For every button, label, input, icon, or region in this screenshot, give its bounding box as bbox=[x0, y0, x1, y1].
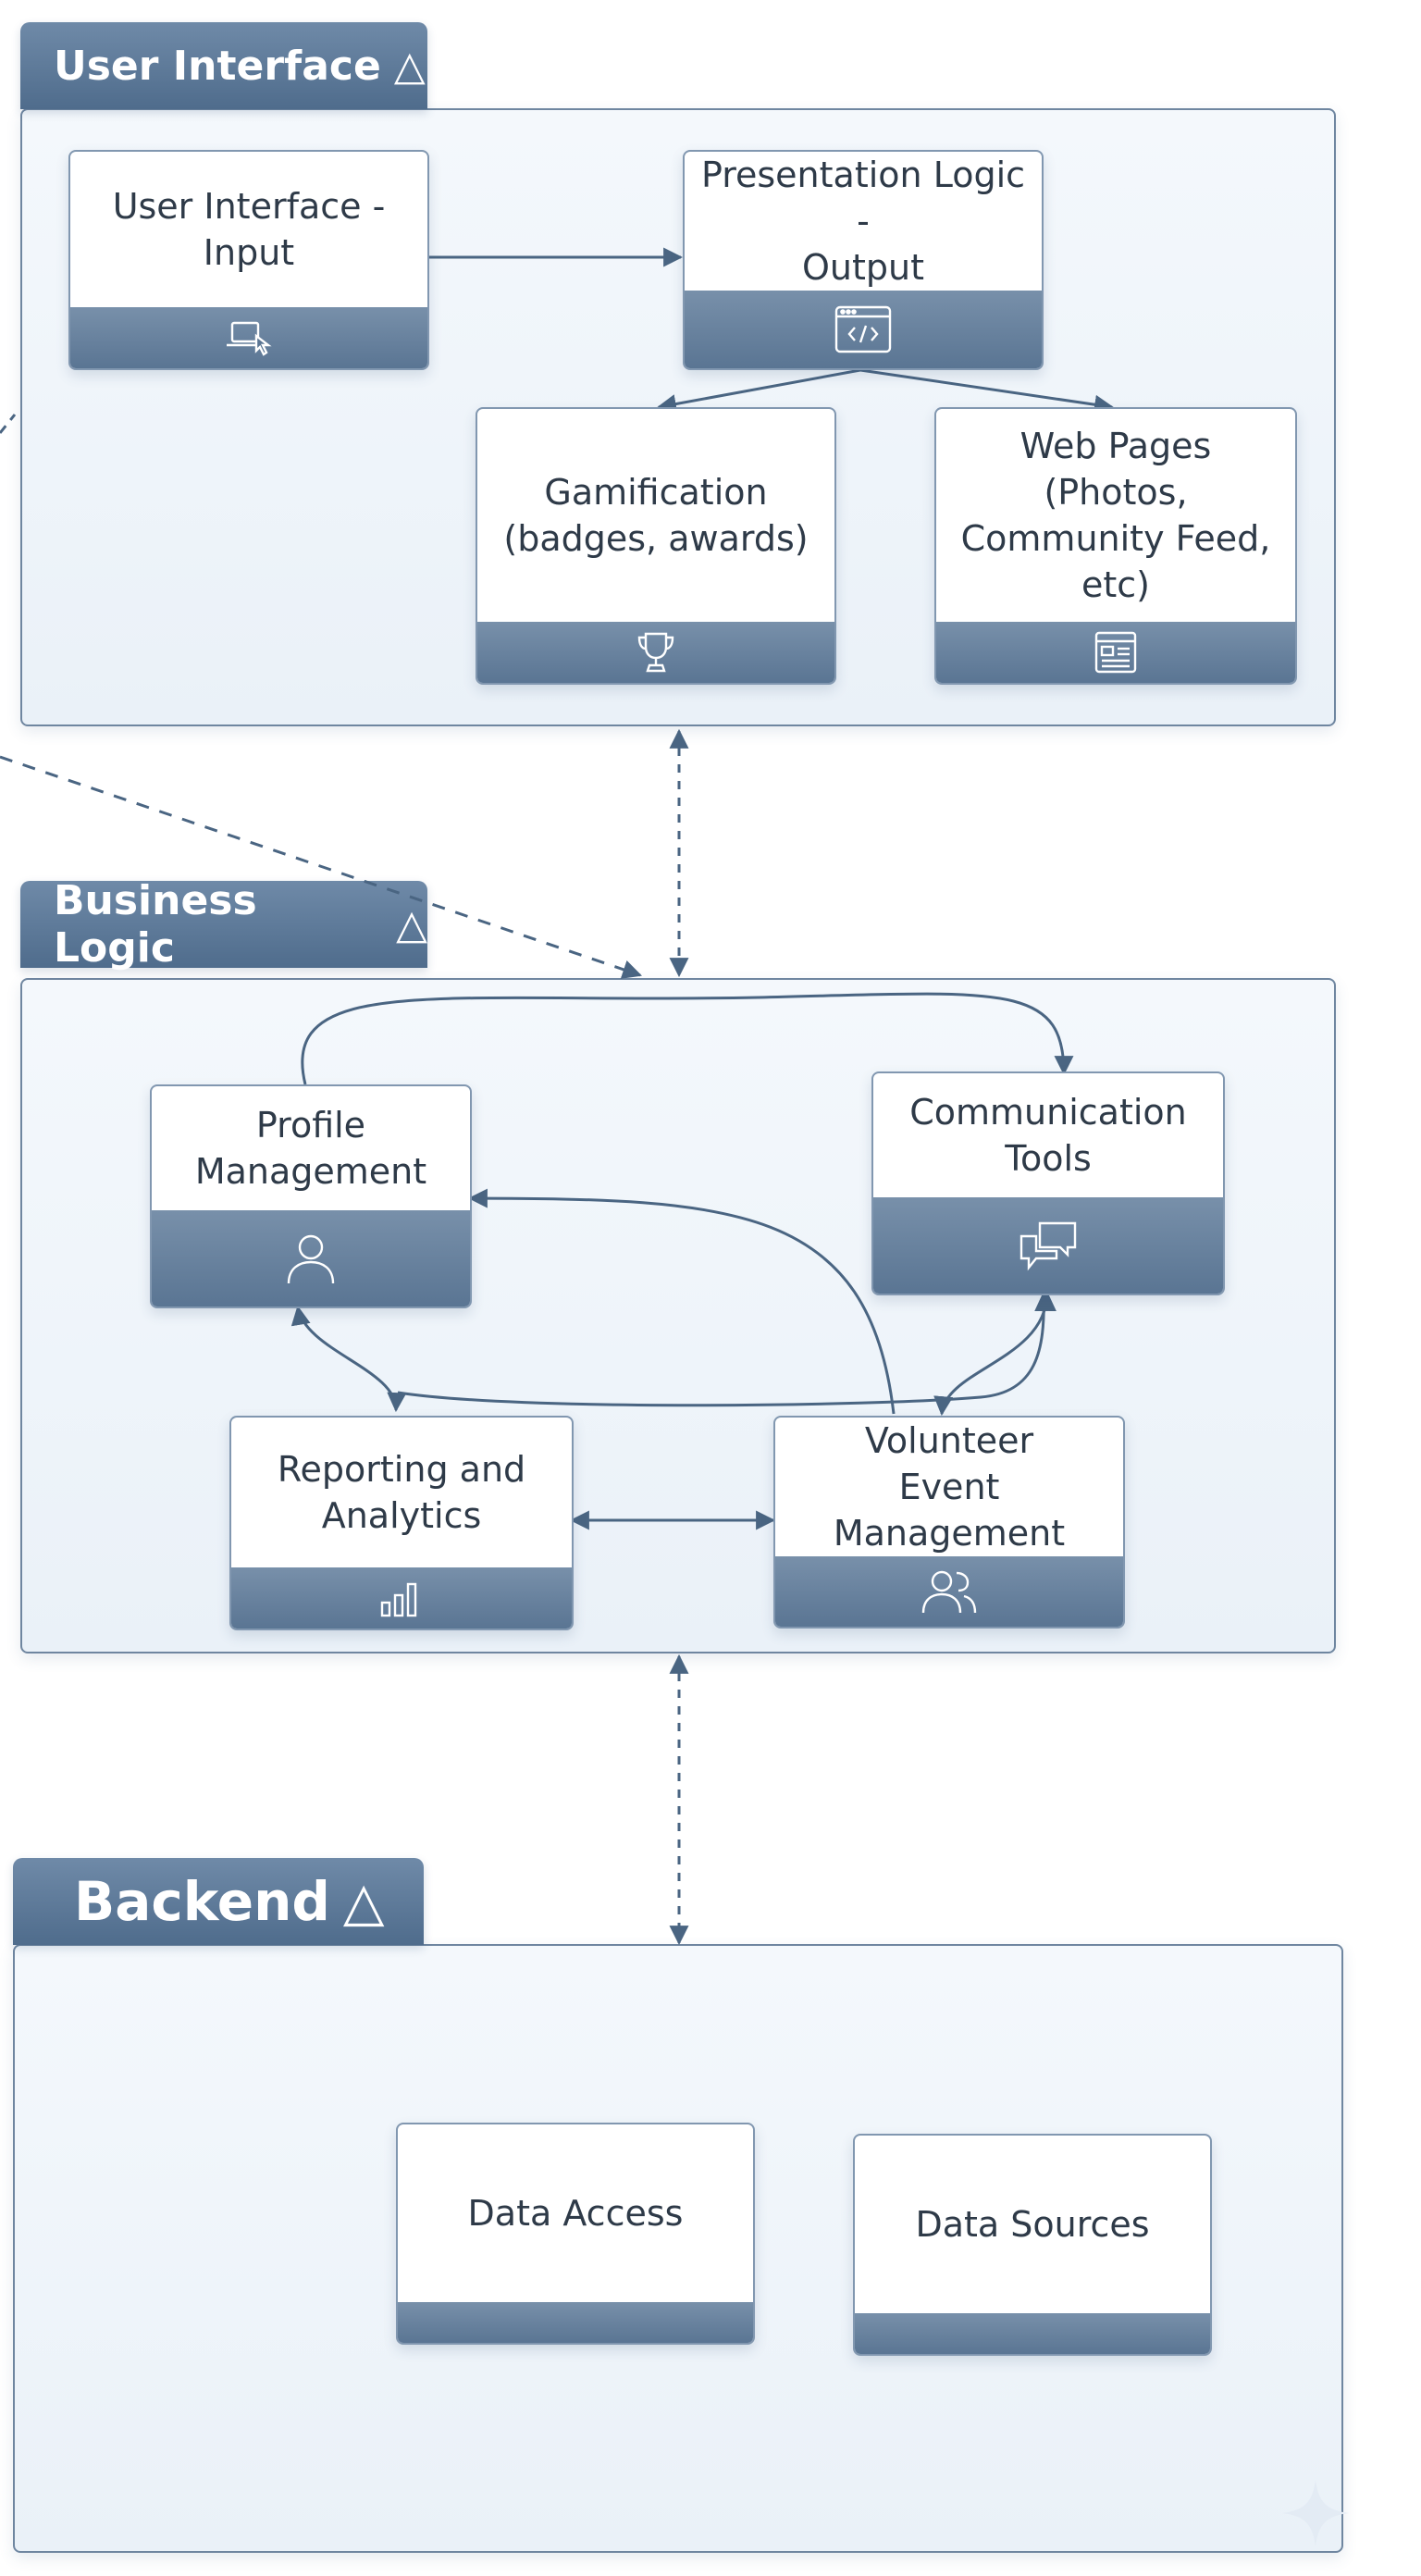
node-label: Gamification (badges, awards) bbox=[503, 472, 809, 559]
bar-chart-icon bbox=[377, 1577, 426, 1619]
node-presentation-logic-output[interactable]: Presentation Logic - Output bbox=[683, 150, 1044, 370]
node-data-access[interactable]: Data Access bbox=[396, 2123, 755, 2345]
chat-bubbles-icon bbox=[1016, 1218, 1081, 1273]
node-label: Data Sources bbox=[915, 2204, 1150, 2245]
node-label: Web Pages (Photos, Community Feed, etc) bbox=[960, 426, 1271, 605]
trophy-icon bbox=[634, 628, 678, 676]
node-footer bbox=[477, 622, 834, 683]
users-icon bbox=[918, 1565, 981, 1618]
triangle-icon: △ bbox=[393, 42, 426, 90]
node-label: User Interface - Input bbox=[112, 186, 386, 273]
business-logic-section-tab[interactable]: Business Logic △ bbox=[20, 877, 427, 972]
user-icon bbox=[283, 1230, 339, 1287]
node-footer bbox=[775, 1556, 1123, 1627]
node-label: Communication Tools bbox=[909, 1092, 1187, 1179]
section-title: User Interface bbox=[54, 42, 381, 90]
node-data-sources[interactable]: Data Sources bbox=[853, 2134, 1212, 2356]
node-footer bbox=[855, 2313, 1210, 2354]
node-web-pages[interactable]: Web Pages (Photos, Community Feed, etc) bbox=[934, 407, 1297, 685]
web-layout-icon bbox=[1093, 629, 1139, 675]
section-title: Backend bbox=[74, 1870, 330, 1933]
node-profile-management[interactable]: Profile Management bbox=[150, 1084, 472, 1308]
node-footer bbox=[685, 291, 1042, 368]
node-label: Volunteer Event Management bbox=[833, 1420, 1066, 1554]
node-volunteer-event-management[interactable]: Volunteer Event Management bbox=[773, 1416, 1125, 1629]
node-label: Presentation Logic - Output bbox=[700, 155, 1026, 288]
node-communication-tools[interactable]: Communication Tools bbox=[871, 1071, 1225, 1295]
sparkle-watermark-icon bbox=[1282, 2480, 1349, 2546]
node-user-interface-input[interactable]: User Interface - Input bbox=[68, 150, 429, 370]
code-window-icon bbox=[833, 303, 894, 355]
dashed-left-stub bbox=[0, 414, 17, 434]
node-footer bbox=[398, 2302, 753, 2343]
node-gamification[interactable]: Gamification (badges, awards) bbox=[476, 407, 836, 685]
node-label: Reporting and Analytics bbox=[277, 1449, 526, 1536]
node-footer bbox=[152, 1210, 470, 1307]
triangle-icon: △ bbox=[342, 1870, 385, 1933]
backend-section-tab[interactable]: Backend △ bbox=[13, 1858, 424, 1945]
triangle-icon: △ bbox=[396, 900, 427, 948]
section-title: Business Logic bbox=[54, 877, 257, 972]
node-footer bbox=[231, 1567, 572, 1629]
user-interface-section-tab[interactable]: User Interface △ bbox=[20, 22, 427, 109]
node-footer bbox=[936, 622, 1295, 683]
laptop-pointer-icon bbox=[223, 317, 275, 358]
node-label: Profile Management bbox=[194, 1105, 427, 1192]
node-footer bbox=[873, 1197, 1223, 1294]
node-footer bbox=[70, 307, 427, 368]
node-reporting-analytics[interactable]: Reporting and Analytics bbox=[229, 1416, 574, 1630]
node-label: Data Access bbox=[467, 2193, 684, 2234]
